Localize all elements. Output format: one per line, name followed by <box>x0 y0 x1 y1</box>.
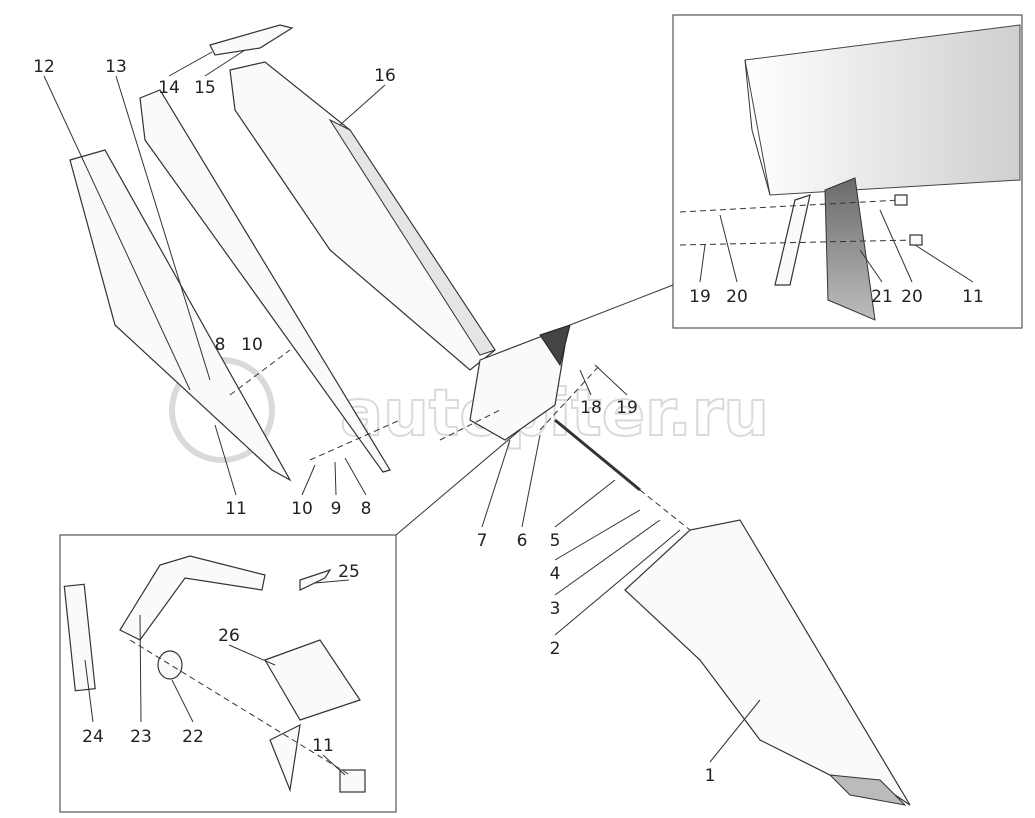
inset-top-body <box>744 24 1021 196</box>
callout-6: 6 <box>517 531 528 551</box>
hub-26 <box>264 639 361 721</box>
callout-13: 13 <box>105 57 127 77</box>
callout-7: 7 <box>477 531 488 551</box>
shaft-5 <box>554 418 641 492</box>
callout-14: 14 <box>158 78 180 98</box>
callout-9: 9 <box>331 499 342 519</box>
inset-bottom-callout-22: 22 <box>182 727 204 747</box>
inset-bottom-callout-23: 23 <box>130 727 152 747</box>
inset-bottom-callout-26: 26 <box>218 626 240 646</box>
callout-16: 16 <box>374 66 396 86</box>
inset-bottom-callout-25: 25 <box>338 562 360 582</box>
inset-top-callout-20b: 20 <box>901 287 923 307</box>
leader-lines <box>43 49 974 776</box>
inset-top-callout-11: 11 <box>962 287 984 307</box>
callout-10: 10 <box>241 335 263 355</box>
side-panel-13 <box>139 89 391 473</box>
arm-23 <box>119 555 266 641</box>
callout-3: 3 <box>550 599 561 619</box>
bolt-24 <box>63 583 96 692</box>
inset-top-bracket <box>774 194 811 286</box>
callout-15: 15 <box>194 78 216 98</box>
callout-2: 2 <box>550 639 561 659</box>
callout-5: 5 <box>550 531 561 551</box>
hub-foot <box>269 723 301 793</box>
inset-top-callout-20: 20 <box>726 287 748 307</box>
nose-tip <box>539 324 571 367</box>
inset-bottom-callout-11: 11 <box>312 736 334 756</box>
divider-1 <box>624 519 911 806</box>
bushing-22 <box>157 650 183 680</box>
callout-19: 19 <box>616 398 638 418</box>
callout-10b: 10 <box>291 499 313 519</box>
callout-18: 18 <box>580 398 602 418</box>
callout-8b: 8 <box>361 499 372 519</box>
inset-bottom-callout-24: 24 <box>82 727 104 747</box>
inset-top-callout-21: 21 <box>871 287 893 307</box>
inset-top-callout-19: 19 <box>689 287 711 307</box>
callout-4: 4 <box>550 564 561 584</box>
bracket-14 <box>209 24 294 56</box>
frame-16 <box>229 61 496 371</box>
callout-11: 11 <box>225 499 247 519</box>
inset-top-plate-21 <box>824 177 876 321</box>
callout-1: 1 <box>705 766 716 786</box>
callout-8: 8 <box>215 335 226 355</box>
callout-12: 12 <box>33 57 55 77</box>
pin-25 <box>299 568 332 591</box>
frame-16-side <box>328 118 496 356</box>
nut-11 <box>339 769 366 793</box>
divider-tip <box>828 774 907 806</box>
side-panel-12 <box>69 149 292 482</box>
